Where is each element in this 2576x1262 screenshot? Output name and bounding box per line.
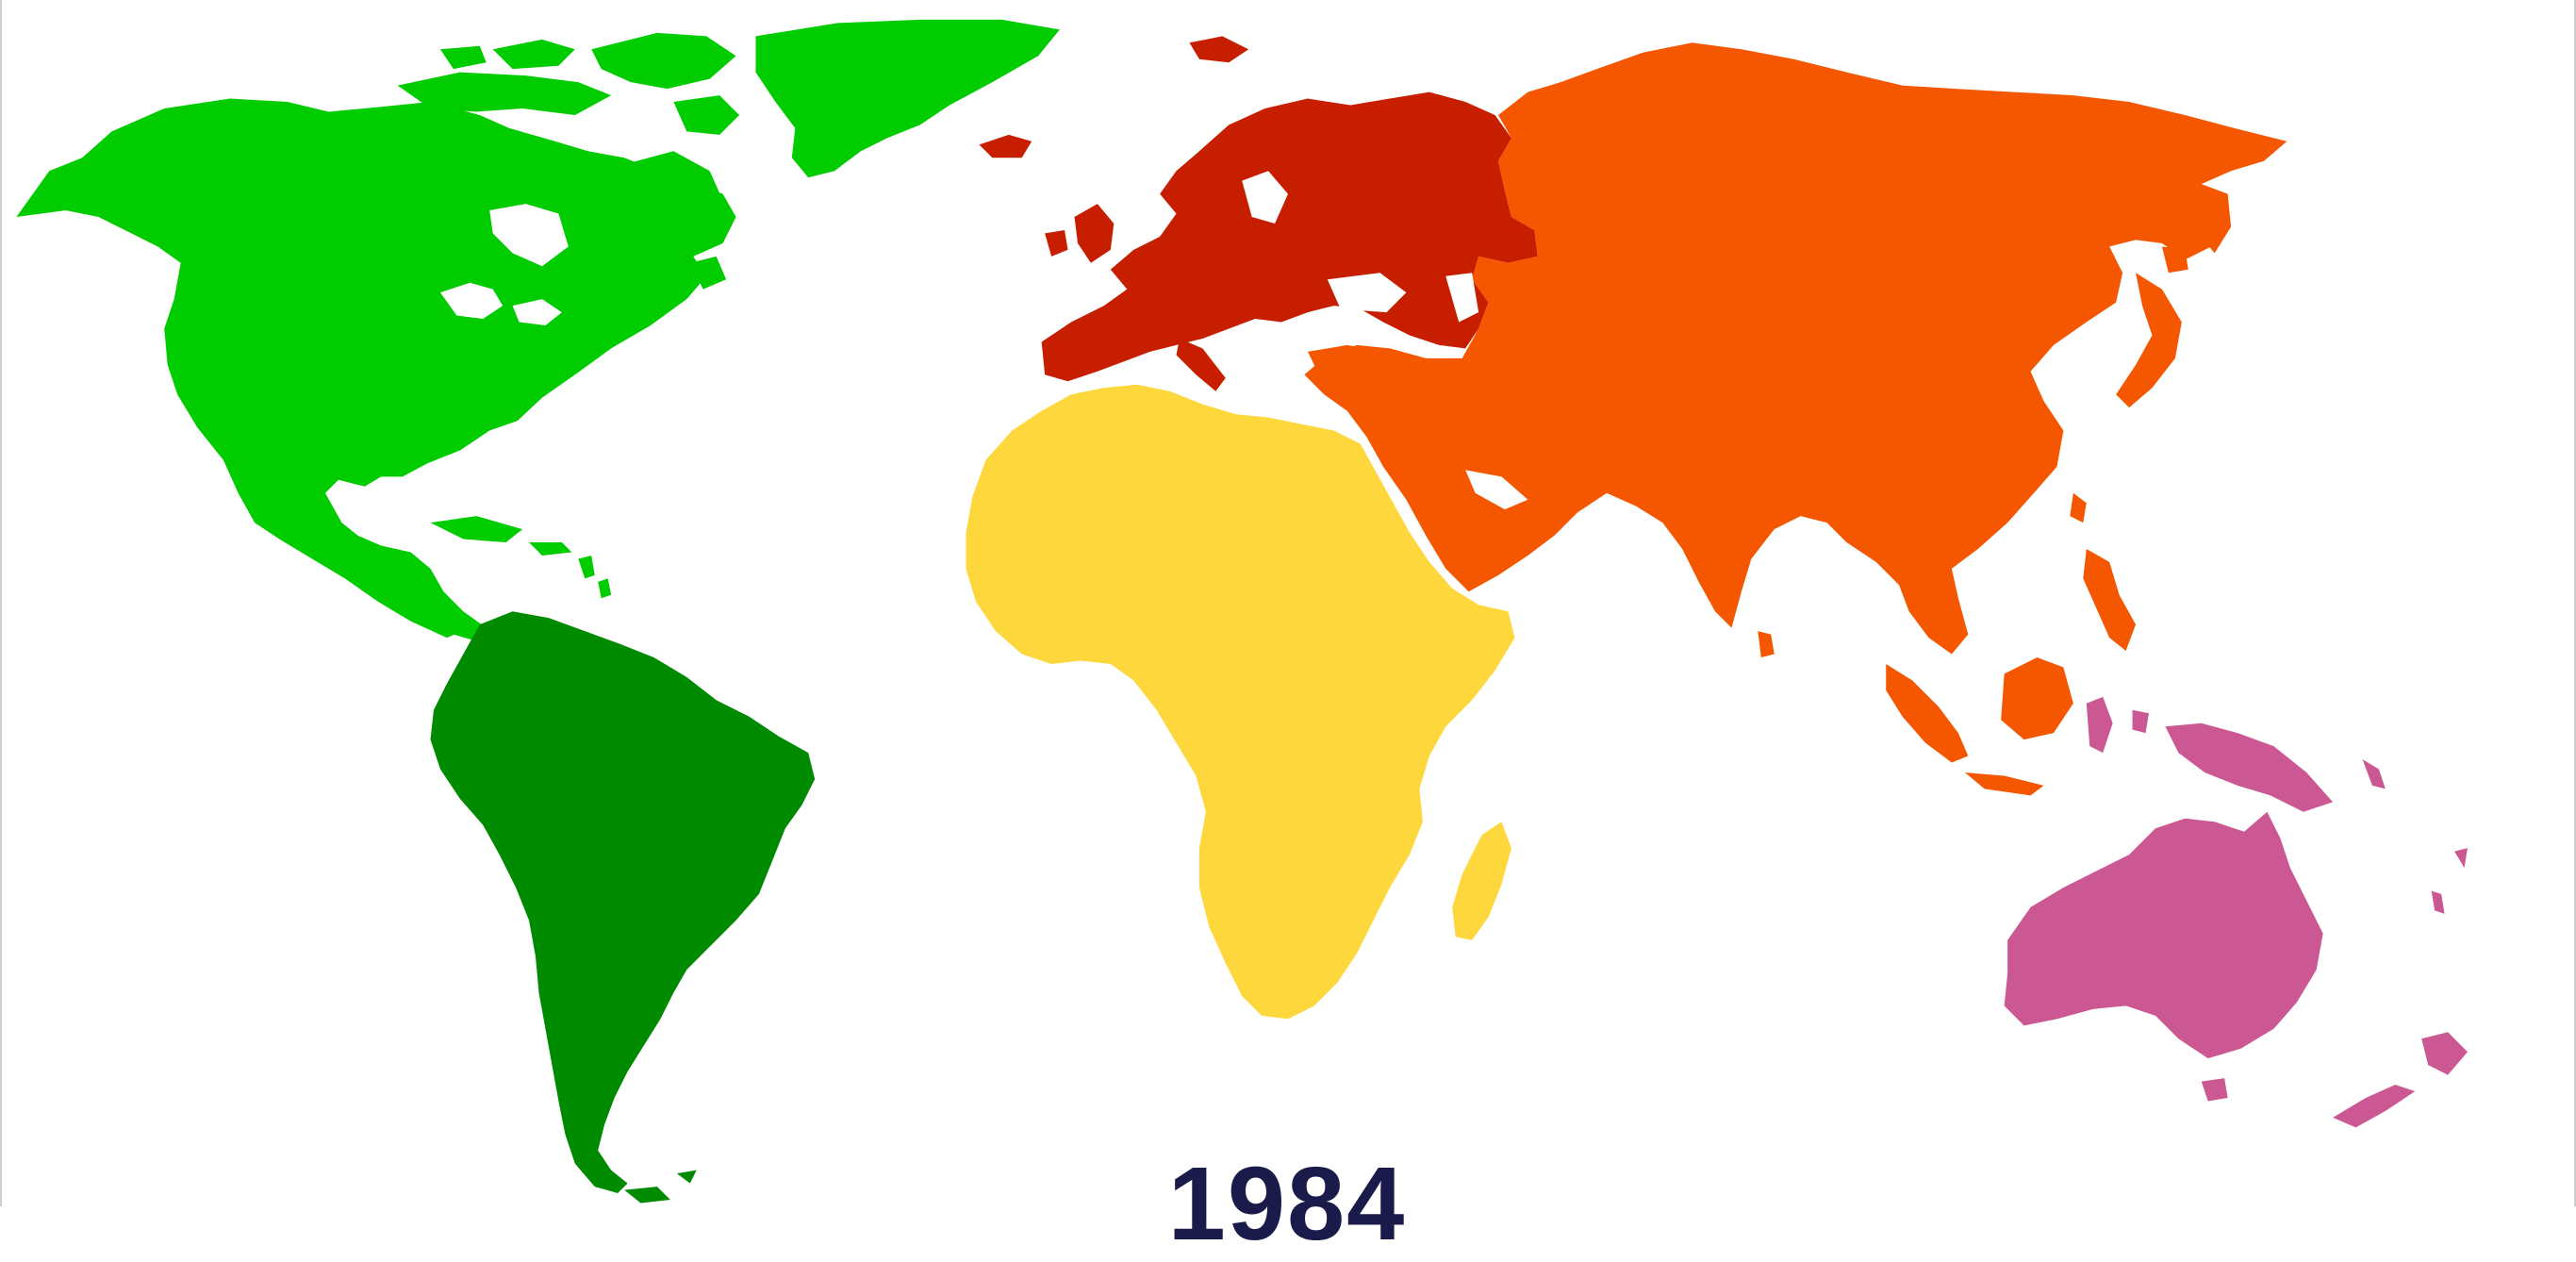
world-map xyxy=(16,19,2469,1204)
region-oceania xyxy=(2004,696,2469,1128)
region-africa xyxy=(966,384,1515,1020)
region-asia xyxy=(1304,42,2287,796)
frame-border-right xyxy=(2574,0,2576,1206)
map-year-label: 1984 xyxy=(1167,1146,1407,1262)
frame-border-left xyxy=(0,0,2,1206)
region-europe xyxy=(979,36,1538,391)
region-south-america xyxy=(430,611,816,1204)
region-north-america xyxy=(16,19,1060,641)
